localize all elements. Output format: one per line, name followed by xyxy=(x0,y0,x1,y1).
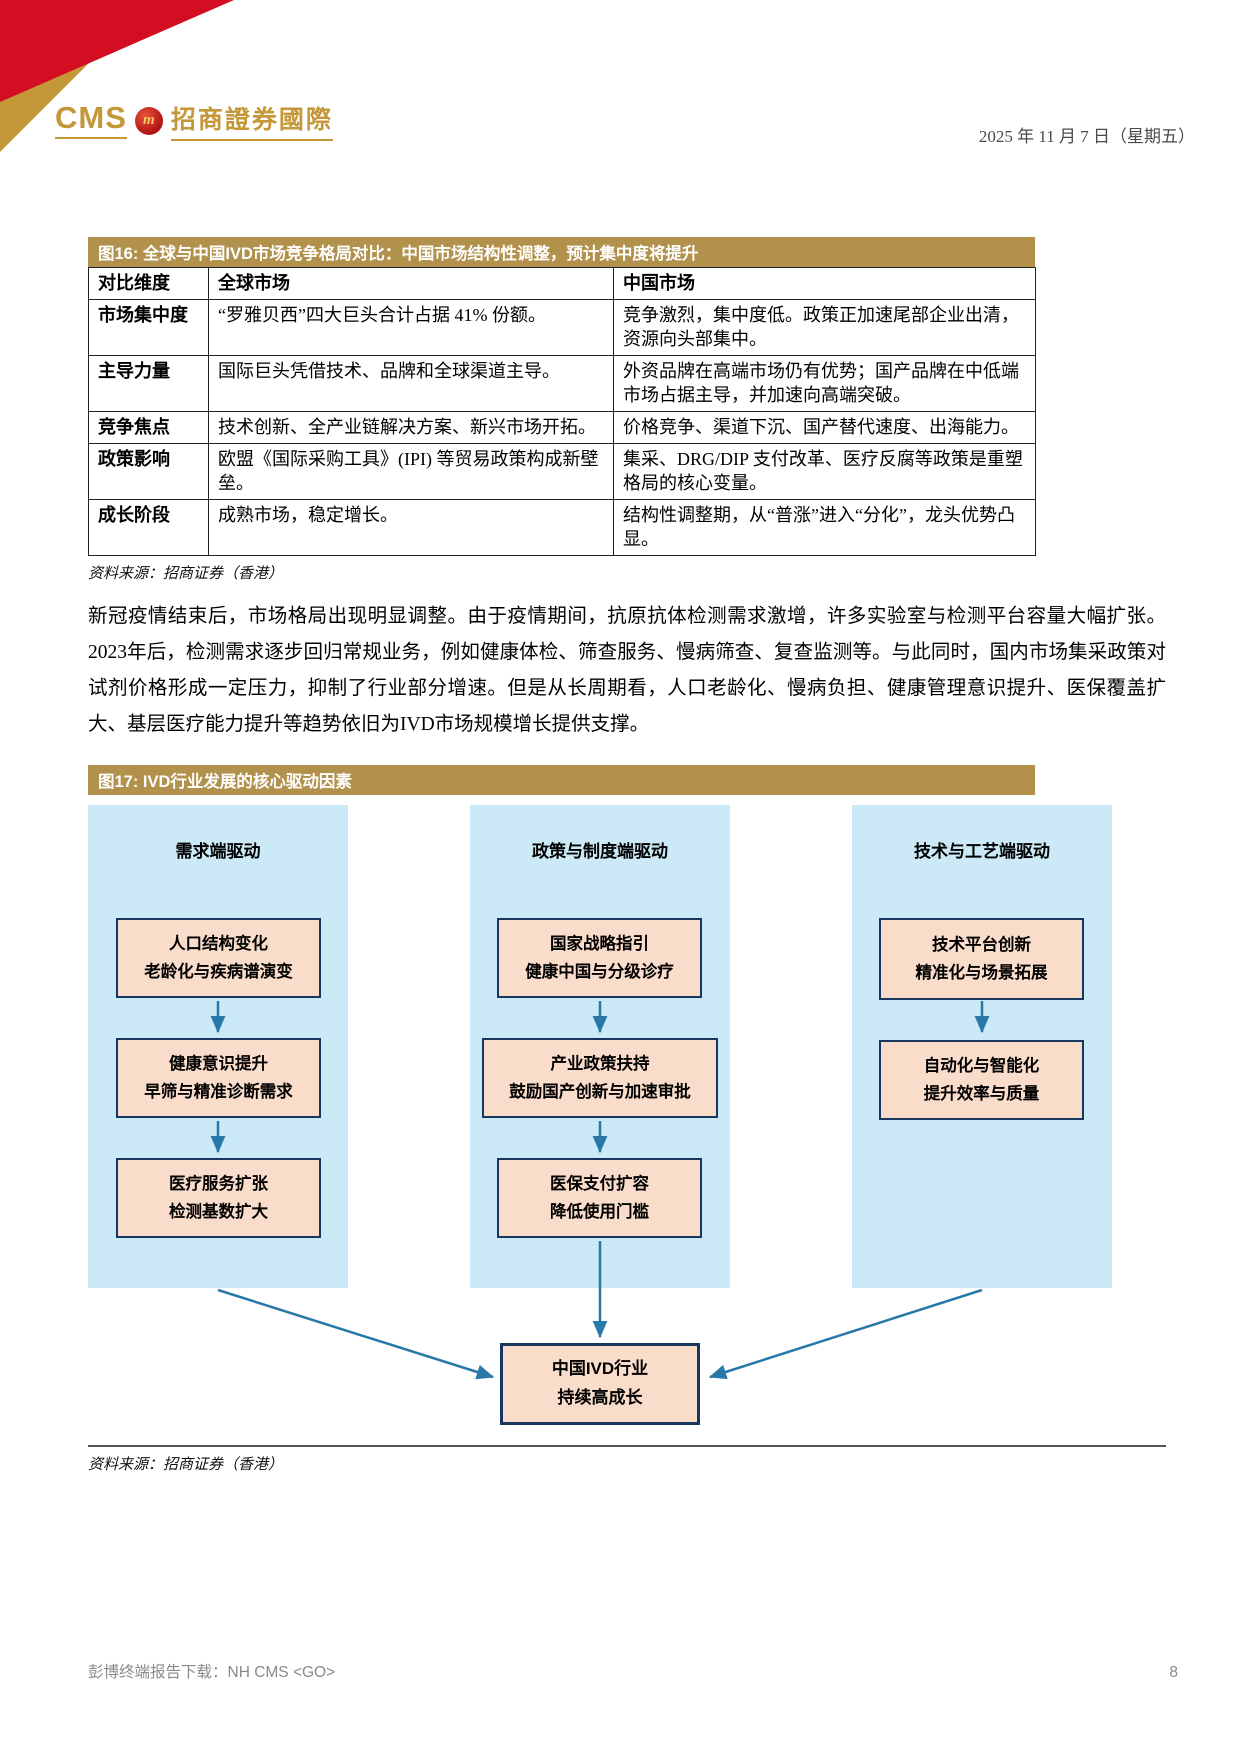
driver-box: 国家战略指引 健康中国与分级诊疗 xyxy=(497,918,702,999)
box-line: 鼓励国产创新与加速审批 xyxy=(509,1083,691,1102)
corner-ribbon-red xyxy=(0,0,234,102)
column-header-global: 全球市场 xyxy=(208,266,614,301)
table-row: 市场集中度 “罗雅贝西”四大巨头合计占据 41% 份额。 竞争激烈，集中度低。政… xyxy=(88,299,1036,357)
box-line: 早筛与精准诊断需求 xyxy=(144,1083,293,1102)
box-line: 持续高成长 xyxy=(557,1388,643,1408)
box-line: 健康中国与分级诊疗 xyxy=(525,963,674,982)
row-global-cell: 成熟市场，稳定增长。 xyxy=(208,499,614,556)
row-dimension: 主导力量 xyxy=(88,355,209,412)
row-china-cell: 竞争激烈，集中度低。政策正加速尾部企业出清，资源向头部集中。 xyxy=(613,299,1036,357)
row-china-cell: 集采、DRG/DIP 支付改革、医疗反腐等政策是重塑格局的核心变量。 xyxy=(613,443,1036,501)
box-line: 医疗服务扩张 xyxy=(169,1175,268,1194)
page-number: 8 xyxy=(1169,1664,1178,1681)
driver-box: 产业政策扶持 鼓励国产创新与加速审批 xyxy=(482,1038,718,1119)
demand-column-header: 需求端驱动 xyxy=(175,842,261,862)
row-dimension: 成长阶段 xyxy=(88,499,209,556)
box-line: 健康意识提升 xyxy=(169,1055,268,1074)
box-line: 国家战略指引 xyxy=(550,935,649,954)
row-global-cell: 国际巨头凭借技术、品牌和全球渠道主导。 xyxy=(208,355,614,412)
row-dimension: 竞争焦点 xyxy=(88,410,209,445)
table-row: 竞争焦点 技术创新、全产业链解决方案、新兴市场开拓。 价格竞争、渠道下沉、国产替… xyxy=(88,410,1036,445)
driver-box: 技术平台创新 精准化与场景拓展 xyxy=(879,918,1084,1001)
bloomberg-terminal-note: 彭博终端报告下载：NH CMS <GO> xyxy=(88,1664,336,1681)
driver-box: 医疗服务扩张 检测基数扩大 xyxy=(116,1158,321,1239)
box-line: 技术平台创新 xyxy=(932,936,1031,955)
flow-arrows xyxy=(210,1001,990,1380)
cms-badge-icon: m xyxy=(134,106,163,135)
policy-column-header: 政策与制度端驱动 xyxy=(532,842,668,862)
box-line: 降低使用门槛 xyxy=(550,1203,649,1222)
figure17-title-bar: 图17: IVD行业发展的核心驱动因素 xyxy=(88,765,1035,796)
column-header-dimension: 对比维度 xyxy=(88,266,209,301)
box-line: 人口结构变化 xyxy=(169,935,268,954)
arrow-icon xyxy=(217,1288,495,1380)
row-global-cell: 技术创新、全产业链解决方案、新兴市场开拓。 xyxy=(208,410,614,445)
row-china-cell: 价格竞争、渠道下沉、国产替代速度、出海能力。 xyxy=(613,410,1036,445)
column-header-china: 中国市场 xyxy=(613,266,1036,301)
box-line: 精准化与场景拓展 xyxy=(915,964,1048,983)
logo-cms-text: CMS xyxy=(55,102,127,139)
row-dimension: 政策影响 xyxy=(88,443,209,501)
row-global-cell: “罗雅贝西”四大巨头合计占据 41% 份额。 xyxy=(208,299,614,357)
driver-box: 人口结构变化 老龄化与疾病谱演变 xyxy=(116,918,321,999)
row-global-cell: 欧盟《国际采购工具》(IPI) 等贸易政策构成新壁垒。 xyxy=(208,443,614,501)
row-dimension: 市场集中度 xyxy=(88,299,209,357)
box-line: 产业政策扶持 xyxy=(550,1055,650,1074)
row-china-cell: 外资品牌在高端市场仍有优势；国产品牌在中低端市场占据主导，并加速向高端突破。 xyxy=(613,355,1036,412)
table-row: 成长阶段 成熟市场，稳定增长。 结构性调整期，从“普涨”进入“分化”，龙头优势凸… xyxy=(88,499,1036,556)
logo-company-text: 招商證券國際 xyxy=(170,100,333,141)
box-line: 检测基数扩大 xyxy=(169,1203,268,1222)
content-column: 图16: 全球与中国IVD市场竞争格局对比：中国市场结构性调整，预计集中度将提升… xyxy=(88,237,1166,1474)
cms-logo: CMS m 招商證券國際 xyxy=(55,100,333,141)
driver-box: 健康意识提升 早筛与精准诊断需求 xyxy=(116,1038,321,1119)
box-line: 老龄化与疾病谱演变 xyxy=(144,963,293,982)
figure17-source: 资料来源：招商证券（香港） xyxy=(88,1457,284,1474)
result-box: 中国IVD行业 持续高成长 xyxy=(500,1343,700,1426)
table-header-row: 对比维度 全球市场 中国市场 xyxy=(88,266,1036,301)
page-footer: 彭博终端报告下载：NH CMS <GO> 8 xyxy=(88,1660,1178,1682)
body-paragraph: 新冠疫情结束后，市场格局出现明显调整。由于疫情期间，抗原抗体检测需求激增，许多实… xyxy=(88,605,1166,736)
driver-box: 医保支付扩容 降低使用门槛 xyxy=(497,1158,702,1239)
tech-column-header: 技术与工艺端驱动 xyxy=(914,842,1050,862)
arrow-icon xyxy=(708,1288,983,1380)
driver-box: 自动化与智能化 提升效率与质量 xyxy=(879,1040,1084,1121)
report-date: 2025 年 11 月 7 日（星期五） xyxy=(978,127,1195,146)
figure16-title-bar: 图16: 全球与中国IVD市场竞争格局对比：中国市场结构性调整，预计集中度将提升 xyxy=(88,237,1035,267)
box-line: 提升效率与质量 xyxy=(923,1085,1040,1104)
figure16-source: 资料来源：招商证券（香港） xyxy=(88,565,284,582)
driver-diagram: 需求端驱动 政策与制度端驱动 技术与工艺端驱动 xyxy=(88,803,1166,1448)
table-row: 主导力量 国际巨头凭借技术、品牌和全球渠道主导。 外资品牌在高端市场仍有优势；国… xyxy=(88,355,1036,412)
box-line: 自动化与智能化 xyxy=(923,1057,1040,1076)
box-line: 中国IVD行业 xyxy=(551,1359,649,1379)
row-china-cell: 结构性调整期，从“普涨”进入“分化”，龙头优势凸显。 xyxy=(613,499,1036,556)
box-line: 医保支付扩容 xyxy=(550,1175,649,1194)
table-row: 政策影响 欧盟《国际采购工具》(IPI) 等贸易政策构成新壁垒。 集采、DRG/… xyxy=(88,443,1036,501)
comparison-table: 对比维度 全球市场 中国市场 市场集中度 “罗雅贝西”四大巨头合计占据 41% … xyxy=(88,266,1036,556)
